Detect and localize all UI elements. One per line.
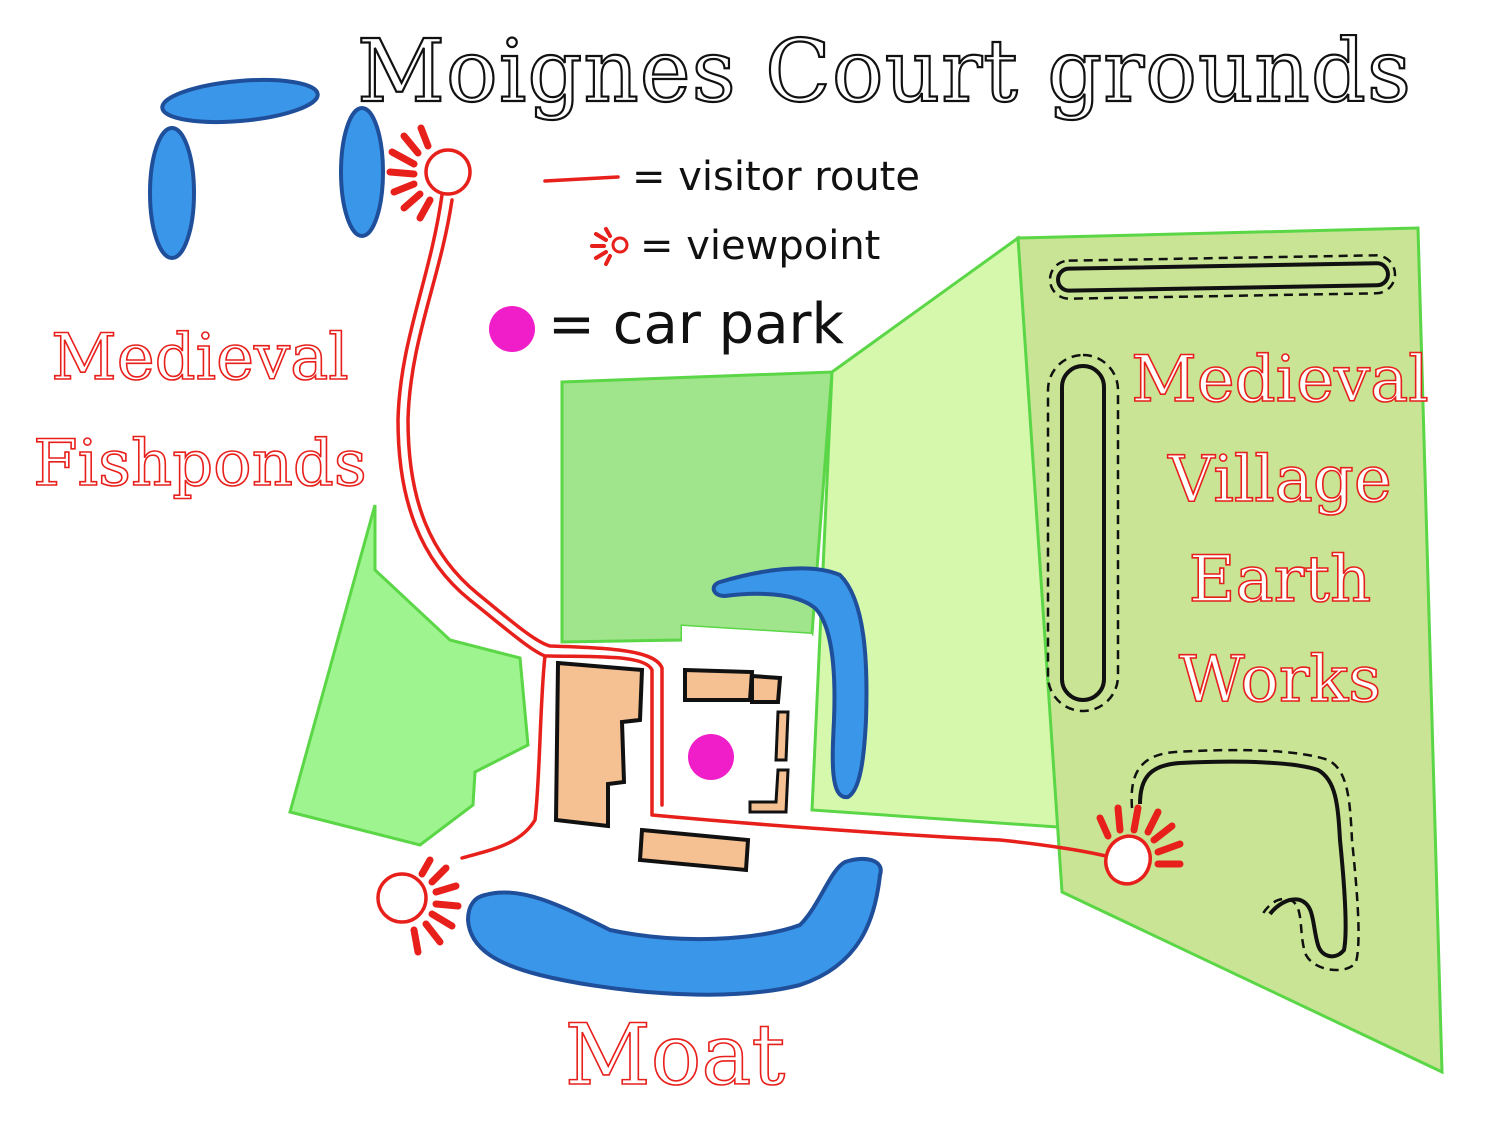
fishponds-label-line: Fishponds [32,426,367,502]
viewpoint-fishponds [386,124,472,222]
visitor-route-outer [406,198,664,807]
car-park-marker [688,734,734,780]
moat-label: Moat [564,1005,786,1105]
legend-viewpoint-label: = viewpoint [640,223,881,269]
fishponds-label: Medieval Fishponds [20,305,380,517]
viewpoint-village [1096,804,1184,886]
legend-route-symbol [543,175,620,183]
courtyard [682,626,812,810]
barn-south [637,827,751,873]
moat-south [465,856,883,997]
fishpond-north [160,77,320,125]
earthwork-long [1046,353,1120,713]
map-title: Moignes Court grounds [356,21,1412,123]
fishponds-label-line: Medieval [50,320,349,396]
earthwork-north [1048,254,1397,300]
earthwork-enclosure [1130,748,1360,972]
village-label-line: Village [1167,442,1392,518]
visitor-route [396,193,1112,860]
legend-viewpoint-symbol [590,227,629,266]
field-west [288,504,530,847]
legend-visitor-route-label: = visitor route [632,154,920,200]
village-earthworks-label: Medieval Village Earth Works [1120,330,1440,730]
outbuilding-east [774,710,790,762]
legend-car-park-symbol [489,306,535,352]
barn-north-annex [750,673,783,704]
barn-north [683,667,755,702]
village-label-line: Medieval [1130,342,1429,418]
outbuilding-corner [748,768,790,814]
fishpond-east [339,106,385,238]
field-north [560,370,834,644]
village-label-line: Works [1178,642,1382,718]
moat-east [711,566,869,800]
village-label-line: Earth [1188,542,1372,618]
house-main [553,660,645,829]
legend-car-park-label: = car park [548,292,844,357]
viewpoint-moat [376,856,462,956]
fishpond-west [148,126,196,260]
